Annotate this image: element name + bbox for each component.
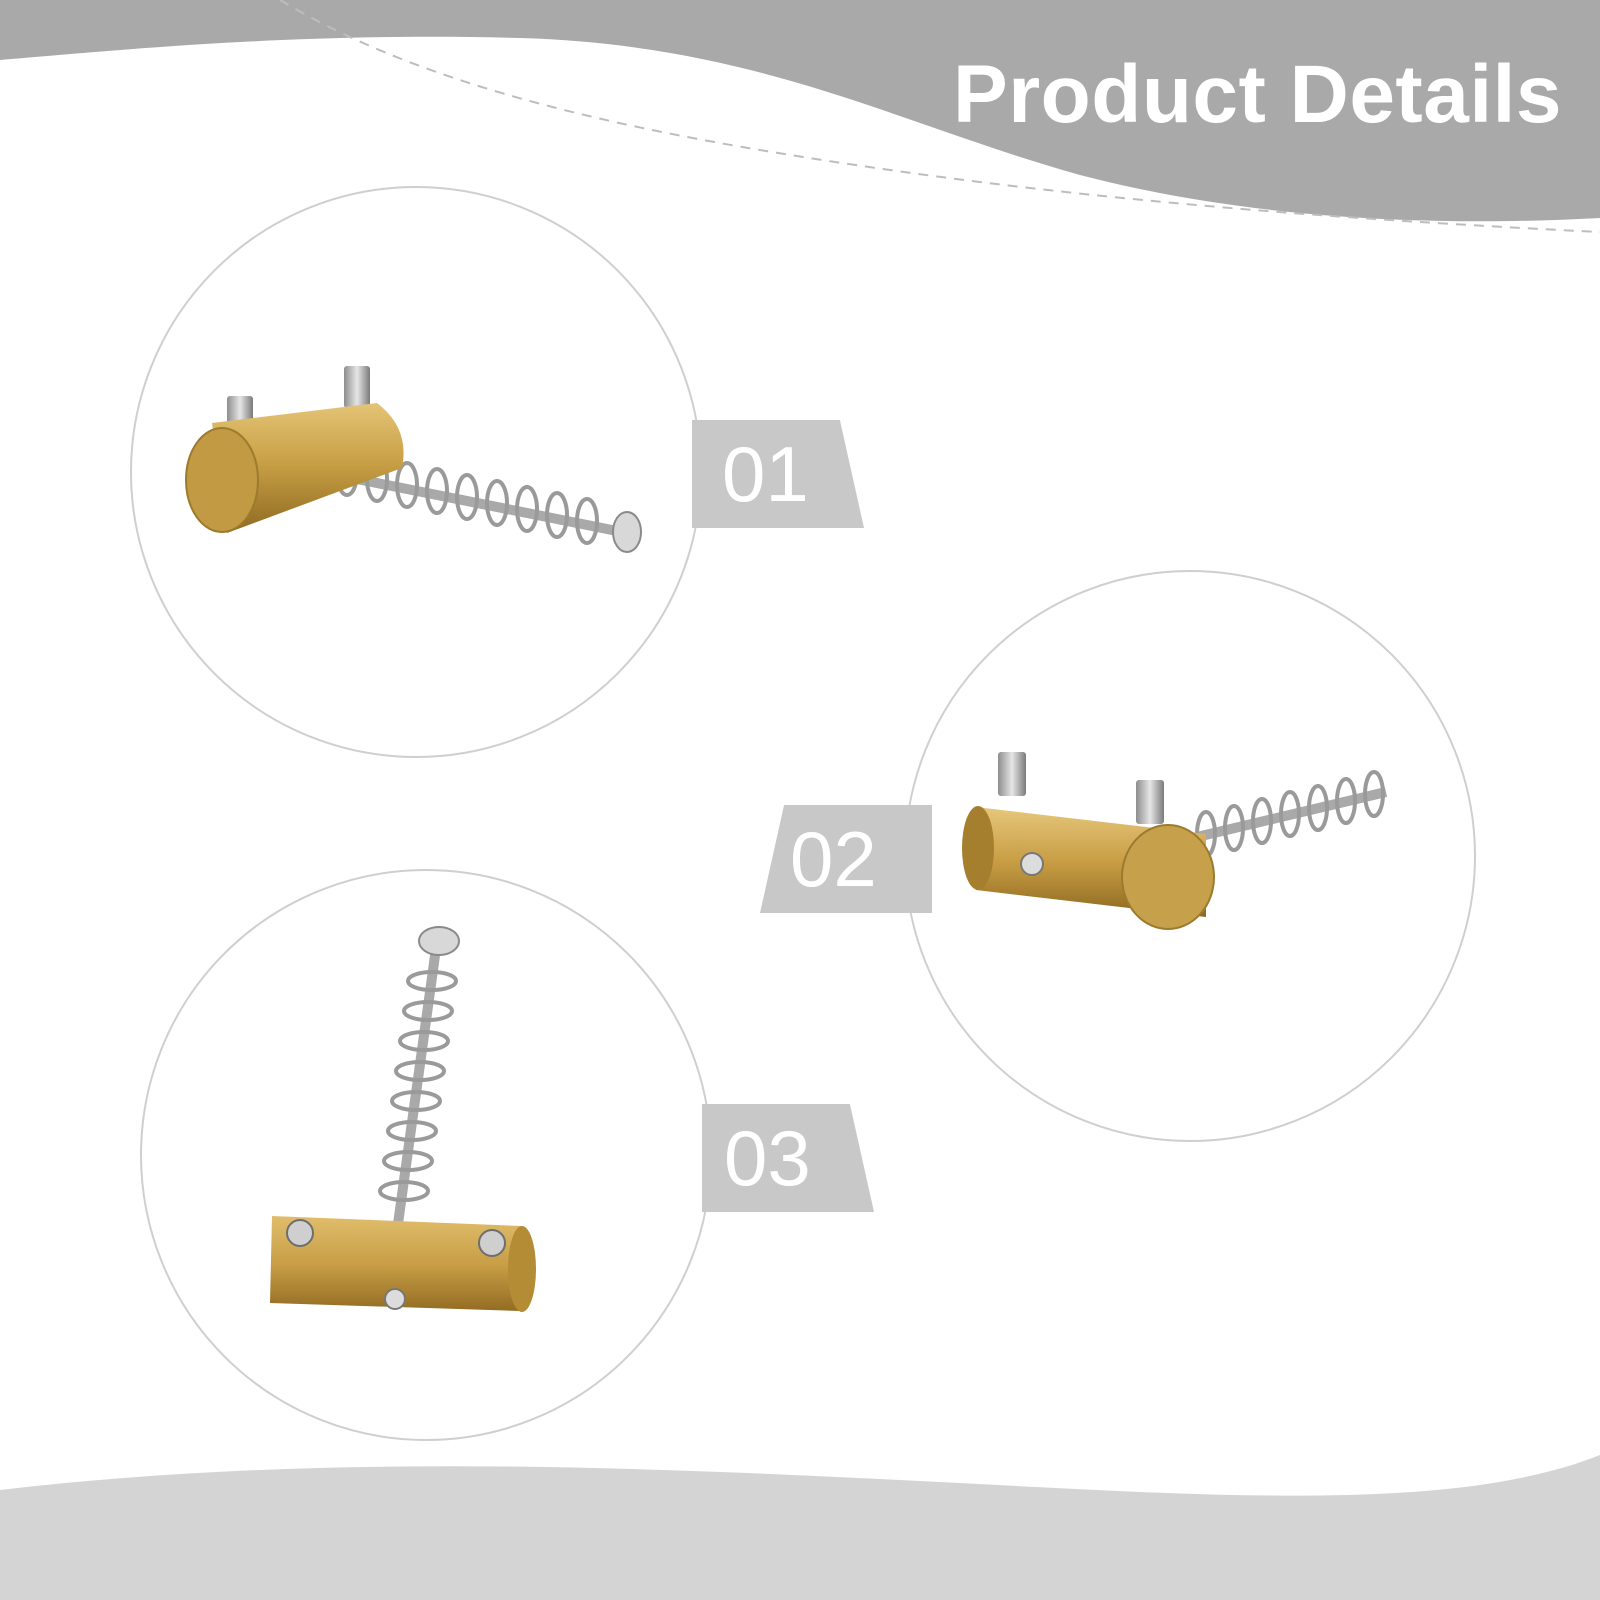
saddle-image-1 — [185, 366, 642, 553]
page-title: Product Details — [953, 49, 1562, 140]
number-tag-1: 01 — [692, 420, 864, 528]
saddle-image-2 — [962, 752, 1388, 930]
saddle-image-3 — [270, 926, 536, 1312]
detail-circle-2 — [904, 570, 1476, 1142]
detail-circle-3 — [140, 869, 712, 1441]
number-label-1: 01 — [722, 430, 809, 518]
top-banner-wave — [0, 0, 1600, 222]
number-tag-2: 02 — [760, 805, 932, 913]
bottom-footer-wave — [0, 1455, 1600, 1600]
dashed-curve — [279, 0, 1600, 233]
number-label-2: 02 — [790, 815, 877, 903]
number-label-3: 03 — [724, 1114, 811, 1202]
detail-circle-1 — [130, 186, 702, 758]
number-tag-3: 03 — [702, 1104, 874, 1212]
